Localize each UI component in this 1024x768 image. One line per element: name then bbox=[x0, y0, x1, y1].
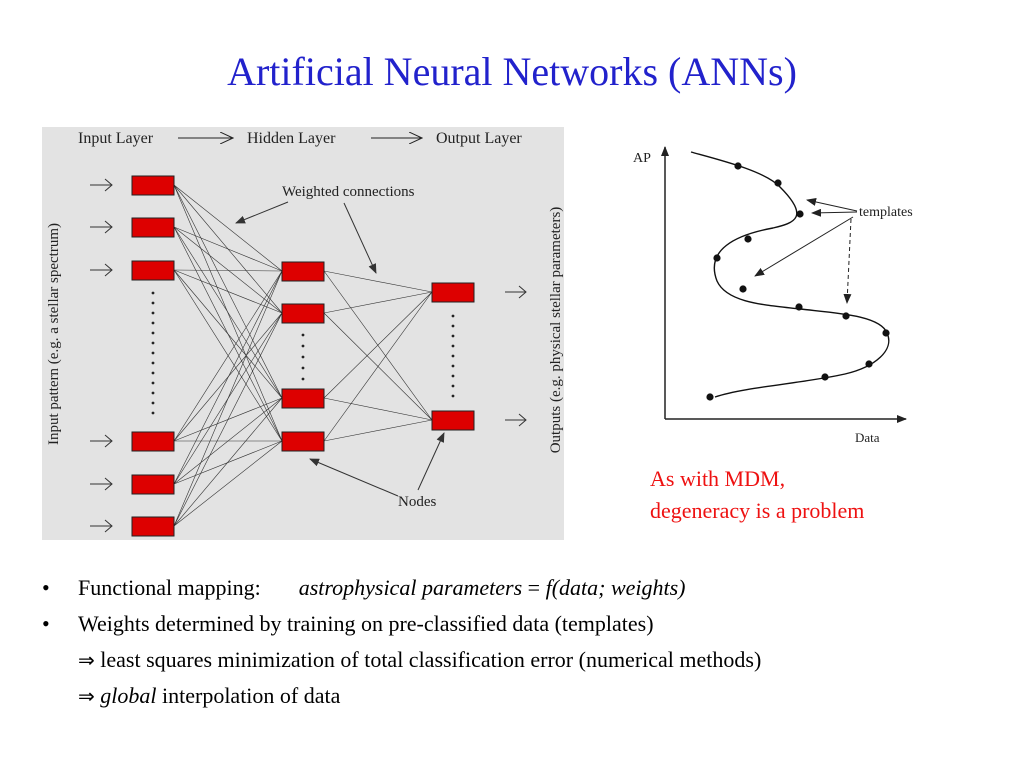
input-arrows bbox=[90, 178, 113, 533]
neural-network-diagram: Input Layer Hidden Layer Output Layer In… bbox=[42, 127, 564, 540]
hidden-layer-header: Hidden Layer bbox=[247, 130, 336, 147]
template-curve bbox=[690, 151, 890, 398]
template-point bbox=[865, 360, 873, 368]
bullet-item-functional-mapping: • Functional mapping: astrophysical param… bbox=[42, 570, 1002, 606]
implies-symbol: ⇒ bbox=[78, 684, 95, 708]
input-node bbox=[131, 431, 175, 452]
output-layer-header: Output Layer bbox=[436, 130, 522, 147]
hidden-node bbox=[281, 303, 325, 324]
least-squares-text: least squares minimization of total clas… bbox=[100, 647, 762, 672]
templates-curve-plot: AP Data templates bbox=[625, 135, 945, 455]
bullet-item-weights: • Weights determined by training on pre-… bbox=[42, 606, 1002, 642]
template-point bbox=[739, 285, 747, 293]
bullet-dot: • bbox=[42, 575, 50, 600]
weighted-connections-arrow bbox=[235, 201, 289, 224]
templates-arrow bbox=[843, 218, 852, 304]
template-point bbox=[821, 373, 829, 381]
input-node bbox=[131, 474, 175, 495]
hidden-node bbox=[281, 261, 325, 282]
weighted-connections-label: Weighted connections bbox=[282, 184, 415, 200]
weights-text: Weights determined by training on pre-cl… bbox=[78, 611, 654, 636]
input-node bbox=[131, 175, 175, 196]
template-point bbox=[796, 210, 804, 218]
weighted-connections bbox=[173, 184, 433, 527]
templates-arrow bbox=[811, 208, 858, 217]
output-node bbox=[431, 410, 475, 431]
template-point bbox=[706, 393, 714, 401]
global-emphasis: global bbox=[100, 683, 157, 708]
note-line-2: degeneracy is a problem bbox=[650, 498, 865, 523]
implies-symbol: ⇒ bbox=[78, 648, 95, 672]
template-point bbox=[882, 329, 890, 337]
nodes-label: Nodes bbox=[398, 494, 436, 510]
output-node bbox=[431, 282, 475, 303]
bullet-dot: • bbox=[42, 611, 50, 636]
input-ellipsis bbox=[151, 291, 155, 415]
templates-arrow bbox=[806, 198, 858, 212]
diagram-background bbox=[42, 127, 564, 540]
interpolation-text: interpolation of data bbox=[162, 683, 341, 708]
hidden-node bbox=[281, 431, 325, 452]
template-point bbox=[713, 254, 721, 262]
formula-rhs: f(data; weights) bbox=[545, 575, 686, 600]
output-arrows bbox=[505, 285, 527, 427]
nodes-arrow bbox=[417, 432, 445, 491]
x-axis-label: Data bbox=[855, 430, 880, 445]
input-pattern-label: Input pattern (e.g. a stellar spectrum) bbox=[46, 223, 62, 445]
slide-title: Artificial Neural Networks (ANNs) bbox=[227, 49, 797, 94]
y-axis-label: AP bbox=[633, 151, 651, 166]
hidden-ellipsis bbox=[301, 333, 305, 381]
input-node bbox=[131, 260, 175, 281]
formula-lhs: astrophysical parameters bbox=[298, 575, 523, 600]
template-point bbox=[774, 179, 782, 187]
nodes-arrow bbox=[309, 458, 399, 497]
input-node bbox=[131, 516, 175, 537]
input-node bbox=[131, 217, 175, 238]
functional-mapping-label: Functional mapping: bbox=[78, 575, 261, 600]
sub-item-global-interpolation: ⇒ global interpolation of data bbox=[42, 678, 1002, 714]
outputs-label: Outputs (e.g. physical stellar parameter… bbox=[548, 207, 564, 454]
template-point bbox=[734, 162, 742, 170]
bullet-list: • Functional mapping: astrophysical param… bbox=[42, 570, 1002, 714]
formula-equals: = bbox=[522, 575, 546, 600]
templates-arrow bbox=[754, 216, 854, 277]
templates-label: templates bbox=[859, 205, 913, 220]
template-point bbox=[744, 235, 752, 243]
sub-item-least-squares: ⇒ least squares minimization of total cl… bbox=[42, 642, 1002, 678]
output-ellipsis bbox=[451, 314, 455, 398]
weighted-connections-arrow bbox=[343, 202, 377, 274]
note-line-1: As with MDM, bbox=[650, 466, 786, 491]
template-point bbox=[842, 312, 850, 320]
input-layer-header: Input Layer bbox=[78, 130, 154, 147]
template-point bbox=[795, 303, 803, 311]
degeneracy-note: As with MDM, degeneracy is a problem bbox=[650, 463, 980, 527]
hidden-node bbox=[281, 388, 325, 409]
